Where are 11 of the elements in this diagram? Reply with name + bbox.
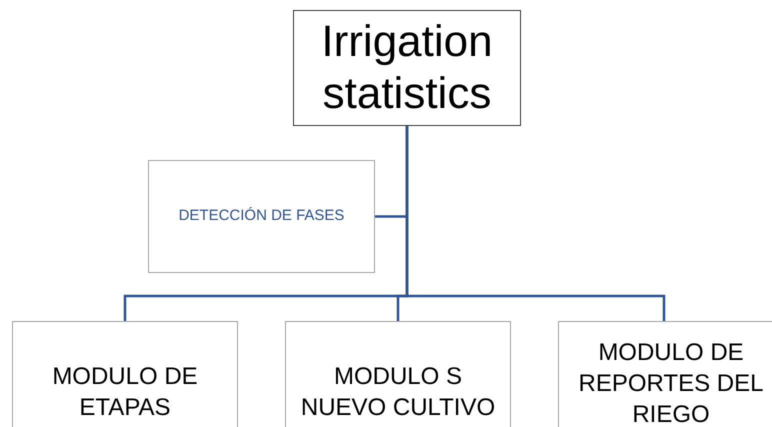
process-box [558,321,772,427]
node-label: MODULO S NUEVO CULTIVO [300,362,496,423]
process-box [285,321,511,427]
node-label: DETECCIÓN DE FASES [178,206,344,226]
node-label: MODULO DE ETAPAS [51,362,199,423]
process-box [12,321,238,427]
title-box [293,10,521,126]
node-label: MODULO DE REPORTES DEL RIEGO [578,338,764,427]
node-label: Irrigation statistics [320,16,494,120]
connector-line [406,126,666,321]
process-box [148,160,375,273]
